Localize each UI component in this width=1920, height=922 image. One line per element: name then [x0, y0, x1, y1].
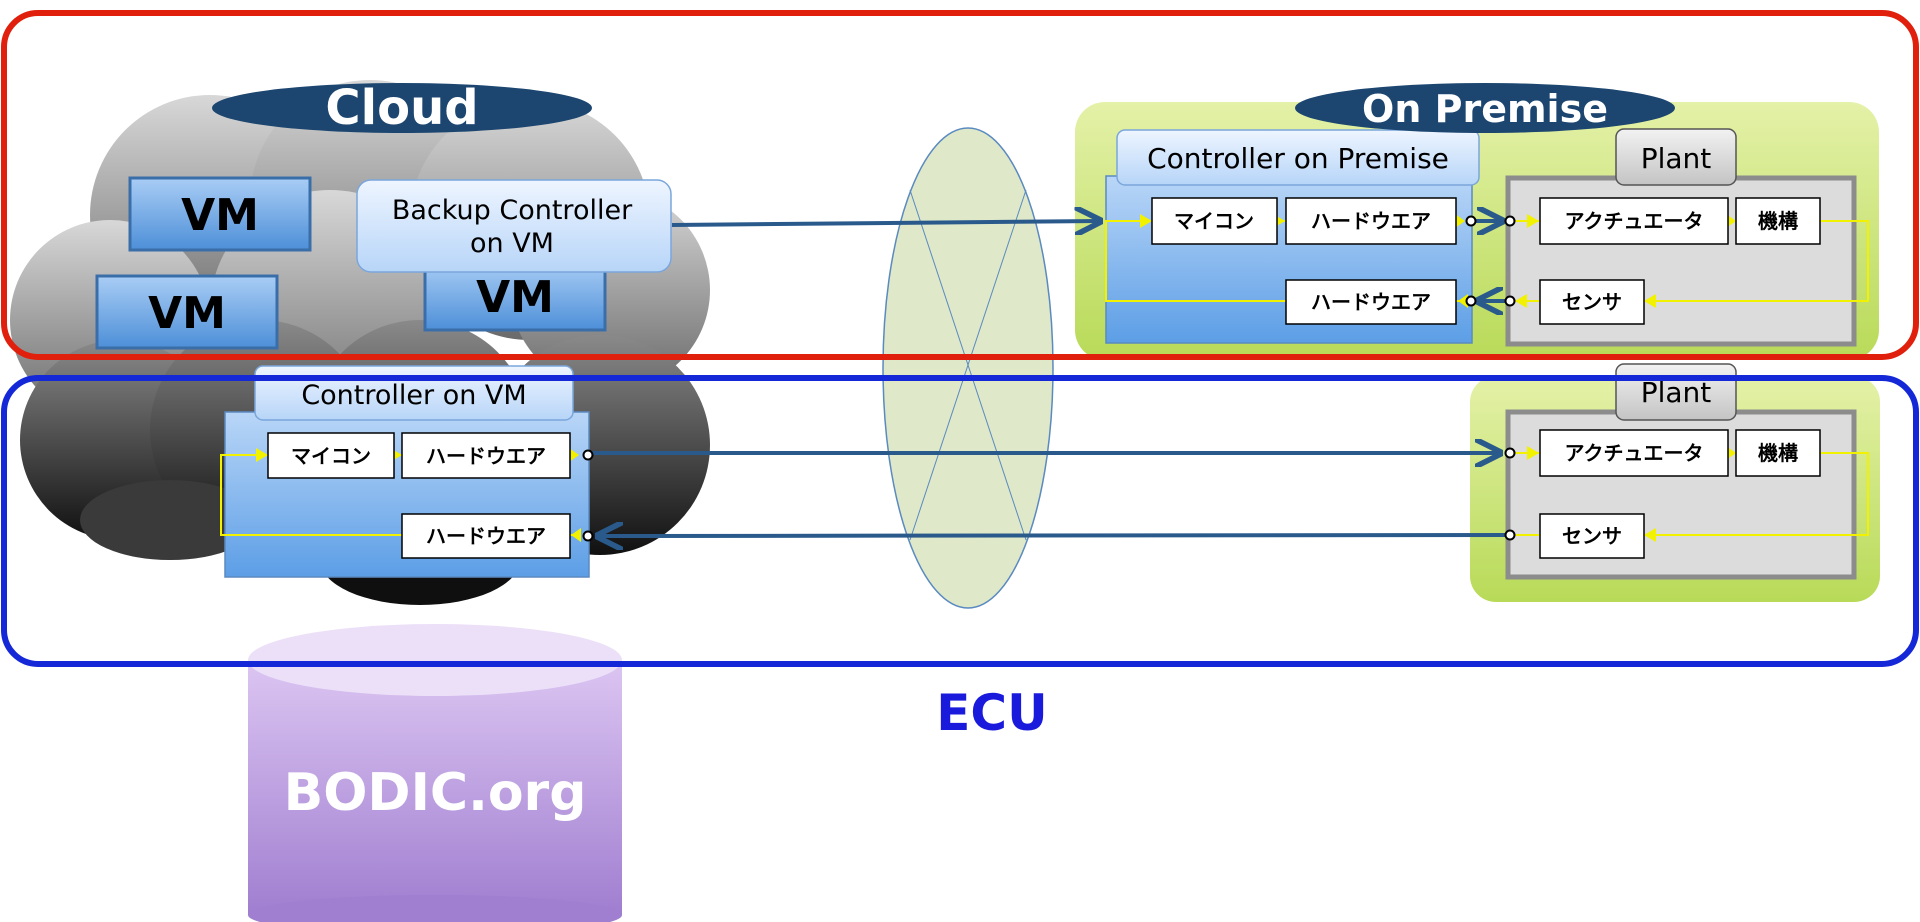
vm-label: VM	[148, 288, 226, 339]
lower-mechanism-block	[1735, 429, 1821, 477]
lower-actuator-text: アクチュエータ	[1565, 441, 1704, 465]
upper-actuator-block	[1539, 197, 1729, 245]
vm-label: VM	[181, 190, 259, 241]
premise-hardware-in-block	[1285, 279, 1457, 325]
vm-hardware-out-block	[401, 432, 571, 479]
upper-sensor-text: センサ	[1562, 290, 1622, 314]
port-circles	[582, 215, 1516, 542]
backup-controller-label-line1: Backup Controller	[392, 195, 633, 226]
ecu-scope-frame	[1, 375, 1919, 667]
vm-box	[423, 260, 607, 332]
premise-microcontroller-text: マイコン	[1174, 209, 1254, 233]
cloud-scope-frame	[1, 10, 1919, 360]
premise-hardware-in-text: ハードウエア	[1311, 290, 1431, 314]
vm-box	[95, 274, 279, 350]
controller-on-premise-tab	[1116, 129, 1480, 186]
upper-mechanism-block	[1735, 197, 1821, 245]
vm-microcontroller-block	[267, 432, 395, 479]
backup-controller-label-line2: on VM	[470, 228, 554, 259]
upper-sensor-block	[1539, 279, 1645, 325]
network-ellipse	[882, 127, 1054, 609]
upper-actuator-text: アクチュエータ	[1565, 209, 1704, 233]
lower-sensor-text: センサ	[1562, 524, 1622, 548]
database-label: BODIC.org	[284, 763, 587, 823]
controller-on-vm-label: Controller on VM	[301, 380, 526, 411]
lower-actuator-block	[1539, 429, 1729, 477]
data-arrows	[590, 221, 1509, 536]
on-premise-label: On Premise	[1362, 87, 1608, 131]
upper-mechanism-text: 機構	[1758, 209, 1798, 233]
backup-controller-box	[356, 179, 672, 273]
upper-plant-tab	[1615, 128, 1737, 186]
on-premise-label-oval	[1295, 83, 1675, 133]
vm-label: VM	[476, 272, 554, 323]
cloud-label: Cloud	[325, 80, 478, 136]
premise-hardware-out-text: ハードウエア	[1311, 209, 1431, 233]
database-cylinder	[248, 624, 622, 922]
vm-microcontroller-text: マイコン	[291, 444, 371, 468]
lower-sensor-block	[1539, 513, 1645, 559]
vm-hardware-out-text: ハードウエア	[426, 444, 546, 468]
lower-plant-label: Plant	[1641, 376, 1712, 409]
vm-hardware-in-text: ハードウエア	[426, 524, 546, 548]
premise-microcontroller-block	[1151, 197, 1278, 245]
upper-plant-label: Plant	[1641, 142, 1712, 175]
cloud-label-oval	[212, 83, 592, 133]
controller-on-premise-label: Controller on Premise	[1147, 142, 1449, 175]
ecu-label: ECU	[936, 684, 1047, 742]
vm-hardware-in-block	[401, 513, 571, 559]
vm-box	[128, 176, 312, 252]
lower-mechanism-text: 機構	[1758, 441, 1798, 465]
premise-hardware-out-block	[1285, 197, 1457, 245]
